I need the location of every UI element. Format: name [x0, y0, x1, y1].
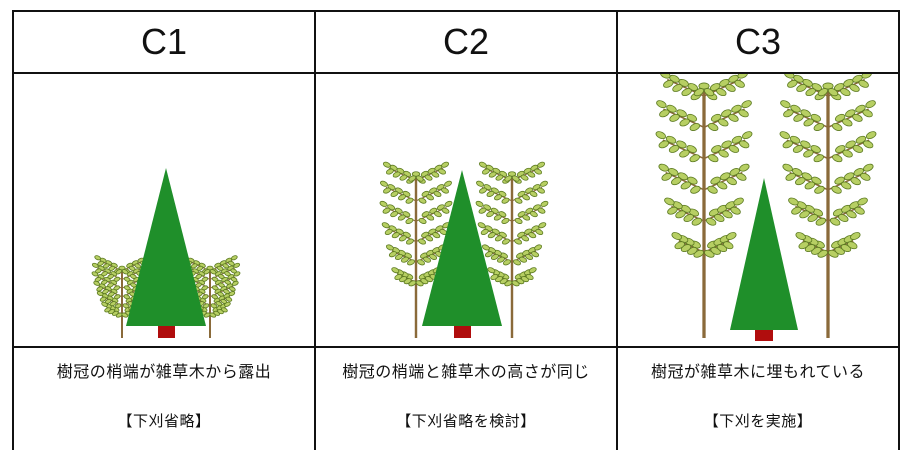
comparison-table: C1 樹冠の梢端が雑草木から露出 【下刈省略】 C2 樹冠の梢端と雑草木の高さが… — [12, 10, 900, 450]
header-divider — [12, 72, 900, 74]
action-c1: 【下刈省略】 — [117, 412, 211, 430]
weed-tree-left — [379, 161, 453, 338]
caption-c2: 樹冠の梢端と雑草木の高さが同じ — [342, 362, 590, 381]
table-border-right — [898, 10, 900, 450]
weed-tree-right — [779, 74, 877, 338]
column-divider-2 — [616, 10, 618, 450]
c1-scene — [91, 168, 241, 338]
conifer-crown — [422, 170, 502, 326]
column-header-c1: C1 — [140, 21, 188, 62]
caption-c1: 樹冠の梢端が雑草木から露出 — [56, 362, 272, 381]
conifer-trunk — [454, 326, 471, 338]
conifer-crown — [730, 178, 798, 330]
action-c3: 【下刈を実施】 — [703, 412, 813, 430]
table-border-left — [12, 10, 14, 450]
column-header-c3: C3 — [734, 21, 782, 62]
illustration-c2 — [316, 74, 616, 346]
table-border-top — [12, 10, 900, 12]
caption-c3: 樹冠が雑草木に埋もれている — [650, 362, 866, 381]
conifer-trunk — [158, 326, 175, 338]
weed-tree-right — [475, 161, 549, 338]
action-c2: 【下刈省略を検討】 — [396, 412, 536, 430]
c2-scene — [379, 161, 549, 338]
c3-scene — [655, 74, 877, 341]
illustration-c3 — [618, 74, 898, 346]
illustration-c1 — [14, 74, 314, 346]
column-divider-1 — [314, 10, 316, 450]
image-divider — [12, 346, 900, 348]
conifer-crown — [126, 168, 206, 326]
column-header-c2: C2 — [442, 21, 490, 62]
weed-tree-left — [655, 74, 753, 338]
conifer-trunk — [755, 330, 773, 341]
